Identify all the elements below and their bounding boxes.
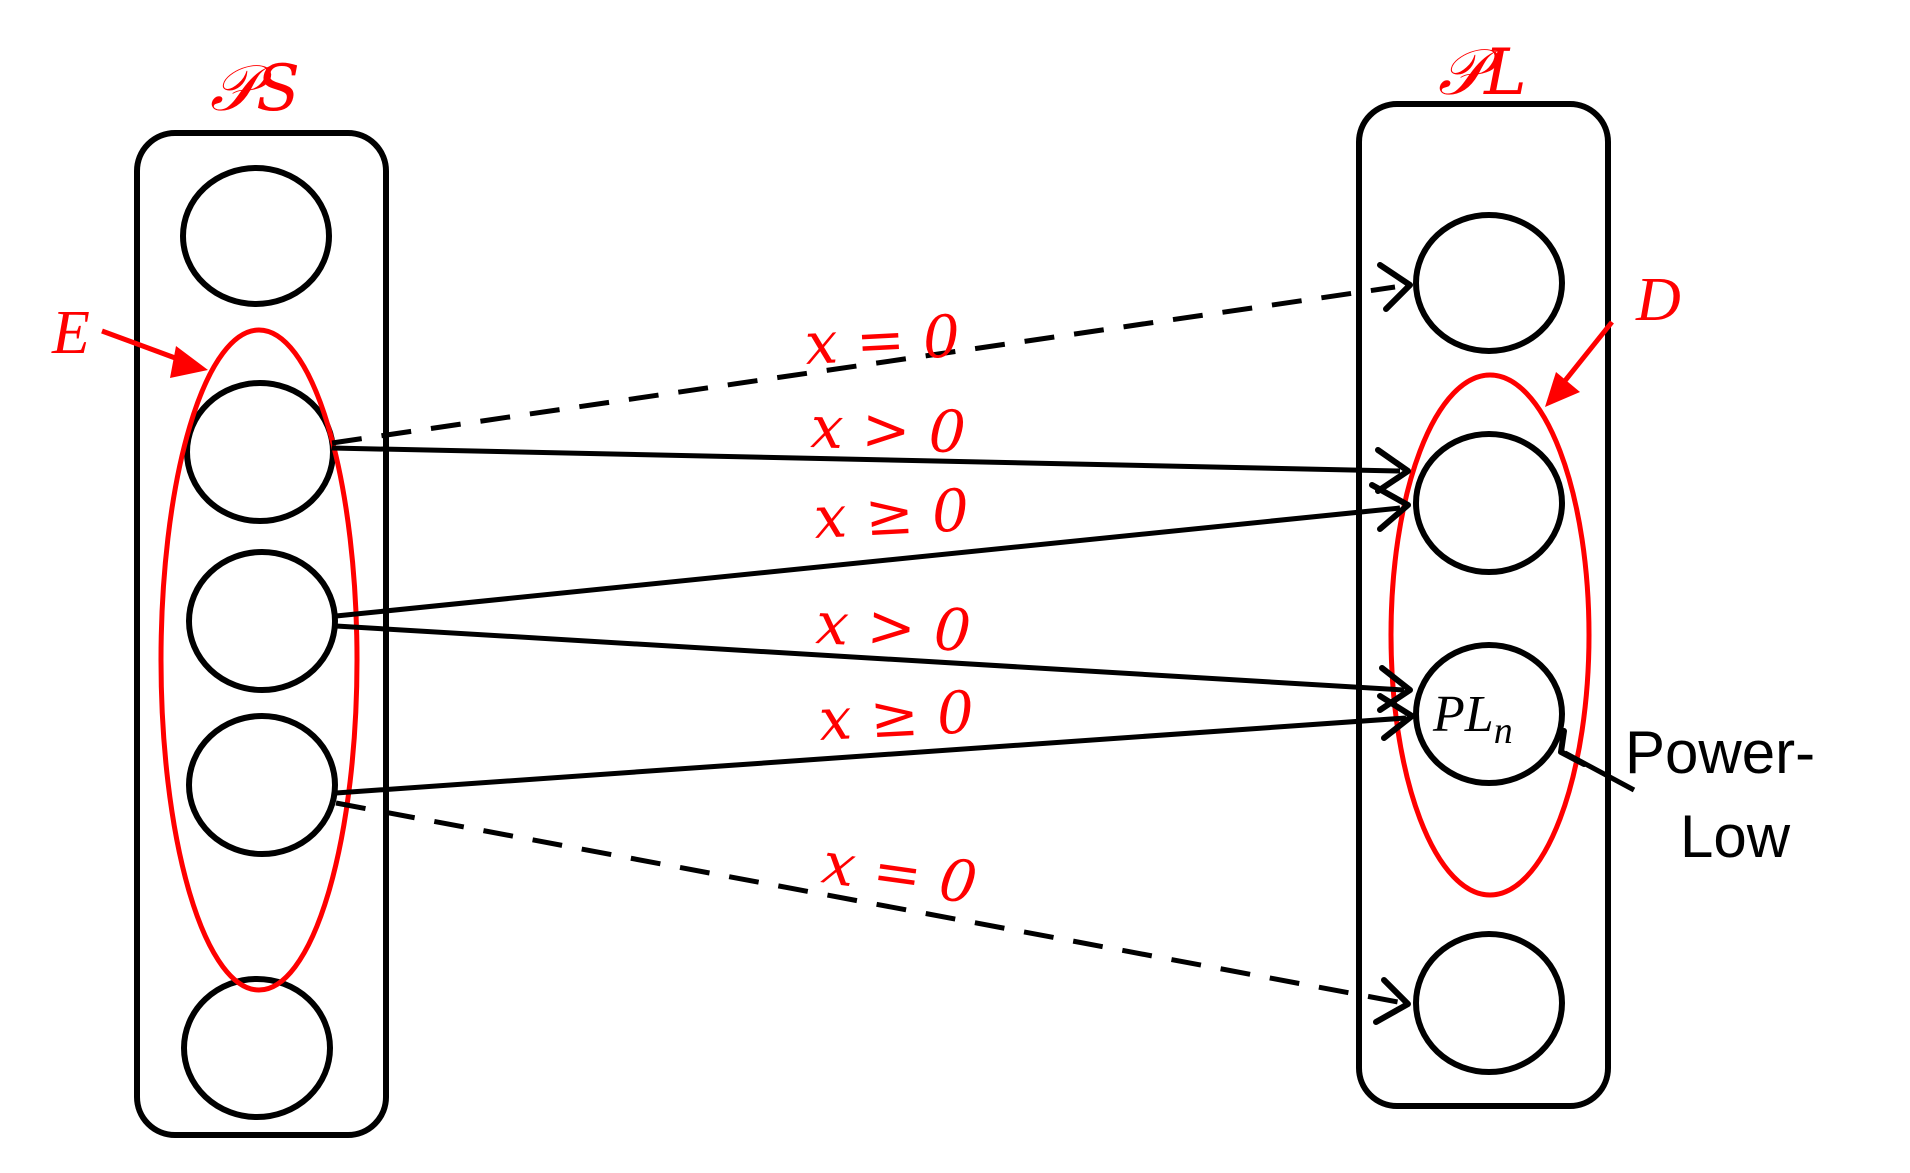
- edge-5-arrowhead: [1377, 693, 1415, 741]
- edge-4-label: x > 0: [814, 589, 972, 665]
- edge-4-line: [335, 623, 1405, 693]
- group-e-ellipse: [158, 327, 360, 993]
- edge-1-label: x = 0: [803, 302, 961, 378]
- ps-node-4: [186, 713, 338, 857]
- pl-node-1: [1413, 212, 1565, 354]
- group-d-pointer: [1558, 320, 1614, 389]
- group-e-pointer: [101, 328, 187, 365]
- group-d-pointer-head: [1545, 372, 1580, 407]
- edge-5-line: [335, 715, 1407, 796]
- pl-title: 𝒫L: [1438, 36, 1527, 110]
- pl-node-4: [1413, 931, 1565, 1075]
- ps-title: 𝒫S: [210, 52, 300, 126]
- edge-3-label: x ≥ 0: [812, 476, 970, 552]
- group-d-label: D: [1635, 266, 1681, 334]
- pl-node-2: [1413, 431, 1565, 575]
- edge-6-arrowhead: [1373, 977, 1411, 1025]
- ps-node-2: [184, 380, 336, 524]
- group-e-label: E: [51, 299, 90, 367]
- edge-6-line: [335, 800, 1399, 1005]
- group-e-pointer-head: [170, 346, 208, 378]
- callout-line-2: Low: [1680, 803, 1791, 870]
- edge-2-line: [331, 445, 1401, 474]
- ps-node-3: [186, 549, 338, 693]
- edge-2-label: x > 0: [810, 393, 967, 466]
- pl-node-pln-label: PLn: [1432, 686, 1513, 752]
- edge-3-line: [335, 505, 1401, 619]
- pl-container: [1356, 101, 1611, 1109]
- ps-node-1: [180, 165, 332, 307]
- edge-3-arrowhead: [1369, 482, 1411, 532]
- edge-2-arrowhead: [1375, 447, 1411, 494]
- edge-1-line: [331, 284, 1396, 446]
- ps-container: [134, 130, 389, 1138]
- pl-node-pln-subscript: n: [1494, 710, 1513, 752]
- pl-node-pln-base: PL: [1432, 686, 1494, 743]
- edge-6-label: x = 0: [818, 829, 981, 918]
- edge-1-arrowhead: [1377, 262, 1413, 312]
- edge-5-label: x ≥ 0: [817, 678, 975, 754]
- callout-pointer-head: [1558, 728, 1587, 767]
- group-d-ellipse: [1388, 372, 1592, 898]
- callout-line-1: Power-: [1625, 719, 1815, 786]
- ps-node-5: [181, 976, 333, 1120]
- pl-node-pln: [1413, 642, 1565, 786]
